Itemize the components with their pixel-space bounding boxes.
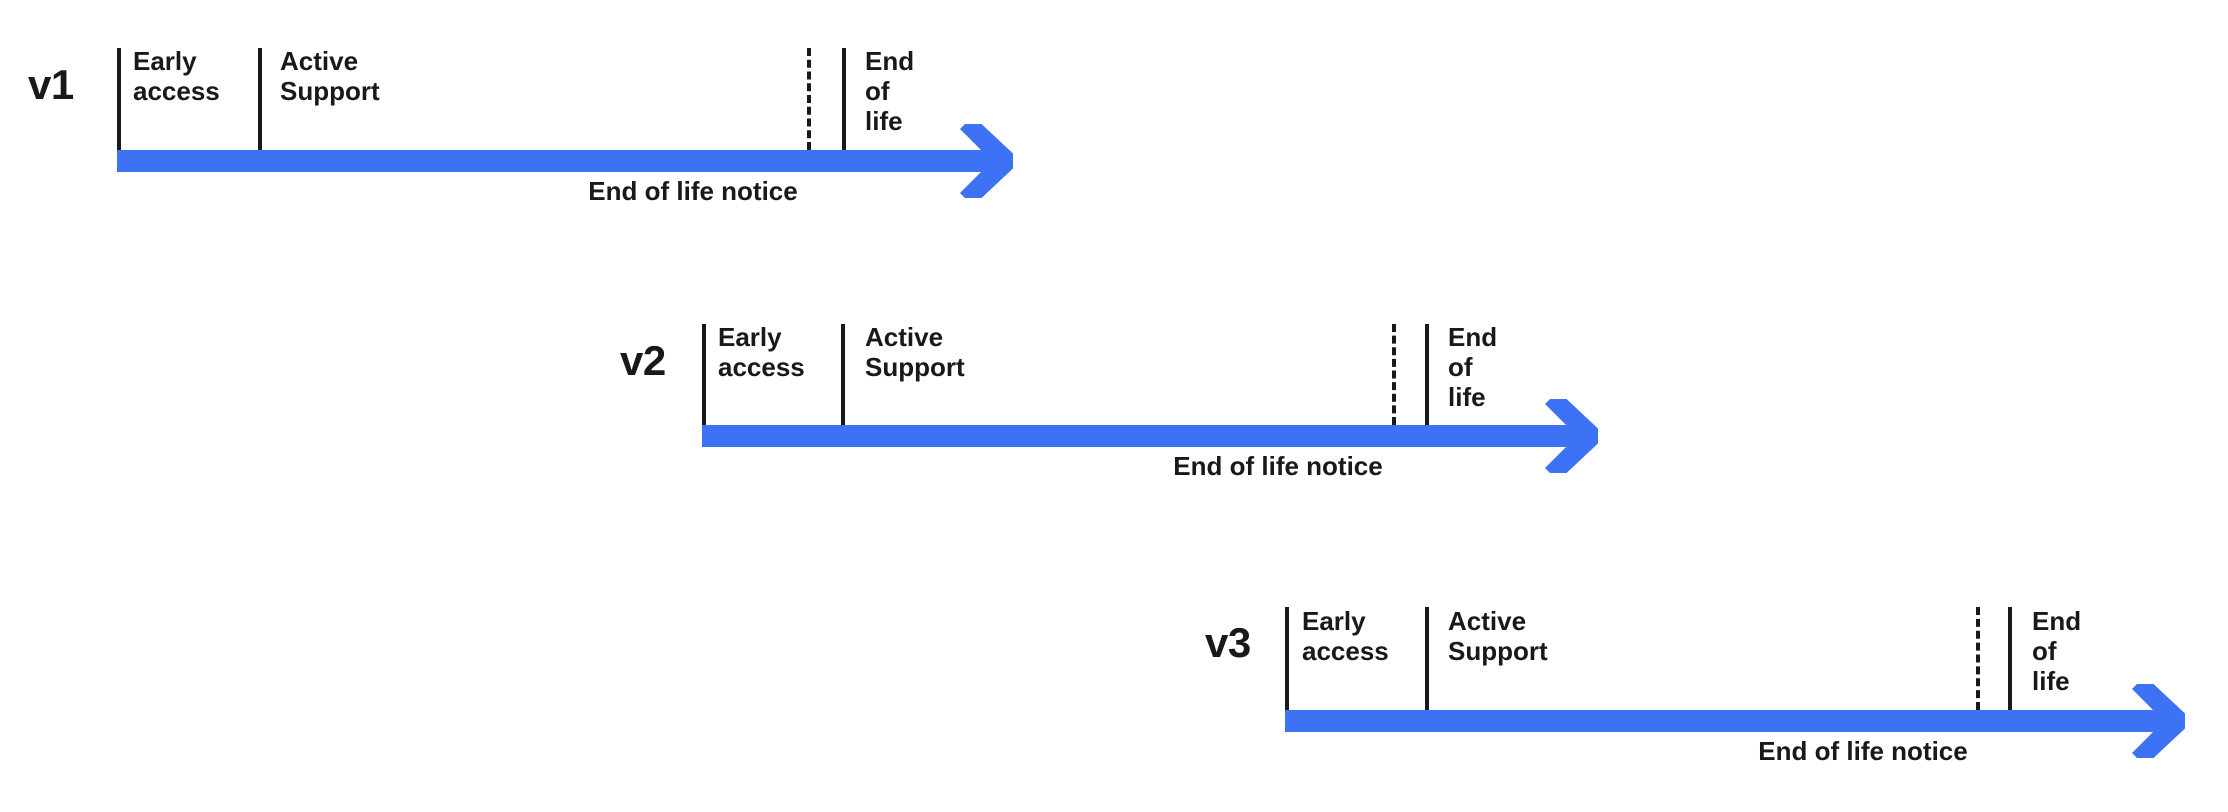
phase-divider-v2-early-access [702,324,706,425]
end-of-life-notice-label-v1: End of life notice [588,176,798,206]
phase-label-v3-end-of-life: End of life [2032,606,2082,697]
phase-label-v1-active-support: Active Support [280,46,380,107]
version-label-v2: v2 [620,337,666,384]
phase-label-v1-early-access: Early access [133,46,220,107]
timeline-bar-v1 [117,150,951,172]
arrow-head-icon-v2 [1536,399,1598,473]
phase-label-v2-early-access: Early access [718,322,805,383]
phase-label-v2-end-of-life: End of life [1448,322,1498,413]
phase-divider-v2-eol-notice-mark [1392,324,1396,425]
phase-divider-v1-active-support [258,48,262,150]
phase-label-v3-early-access: Early access [1302,606,1389,667]
phase-divider-v3-early-access [1285,607,1289,710]
phase-divider-v1-early-access [117,48,121,150]
phase-divider-v3-active-support [1425,607,1429,710]
phase-label-v3-active-support: Active Support [1448,606,1548,667]
phase-divider-v2-end-of-life [1425,324,1429,425]
phase-divider-v1-eol-notice-mark [807,48,811,150]
phase-divider-v1-end-of-life [842,48,846,150]
phase-divider-v3-end-of-life [2008,607,2012,710]
end-of-life-notice-label-v3: End of life notice [1758,736,1968,766]
phase-label-v2-active-support: Active Support [865,322,965,383]
version-label-v1: v1 [28,61,74,108]
phase-label-v1-end-of-life: End of life [865,46,915,137]
version-label-v3: v3 [1205,619,1251,666]
arrow-head-icon-v1 [951,124,1013,198]
timeline-bar-v2 [702,425,1536,447]
end-of-life-notice-label-v2: End of life notice [1173,451,1383,481]
arrow-head-icon-v3 [2123,684,2185,758]
phase-divider-v3-eol-notice-mark [1976,607,1980,710]
phase-divider-v2-active-support [841,324,845,425]
timeline-bar-v3 [1285,710,2123,732]
